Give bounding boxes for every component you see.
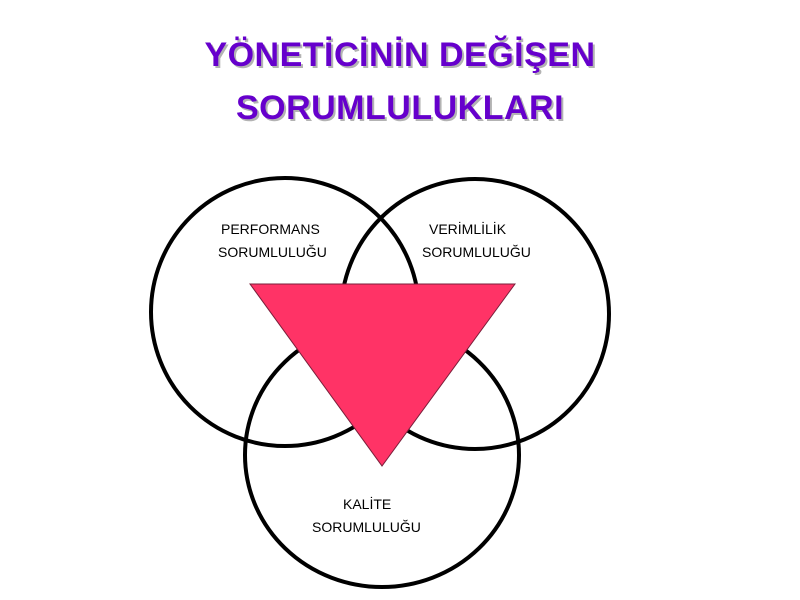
efficiency-label-line-1: VERİMLİLİK (429, 221, 507, 237)
page-title-line-1: YÖNETİCİNİN DEĞİŞEN (204, 36, 596, 74)
performance-label-line-2: SORUMLULUĞU (218, 244, 327, 260)
page-title-line-2: SORUMLULUKLARI (235, 89, 565, 127)
center-triangle (249, 283, 516, 467)
efficiency-label-line-2: SORUMLULUĞU (422, 244, 531, 260)
quality-label-line-2: SORUMLULUĞU (312, 519, 421, 535)
quality-label-line-1: KALİTE (343, 496, 392, 512)
performance-label-line-1: PERFORMANS (221, 221, 320, 237)
